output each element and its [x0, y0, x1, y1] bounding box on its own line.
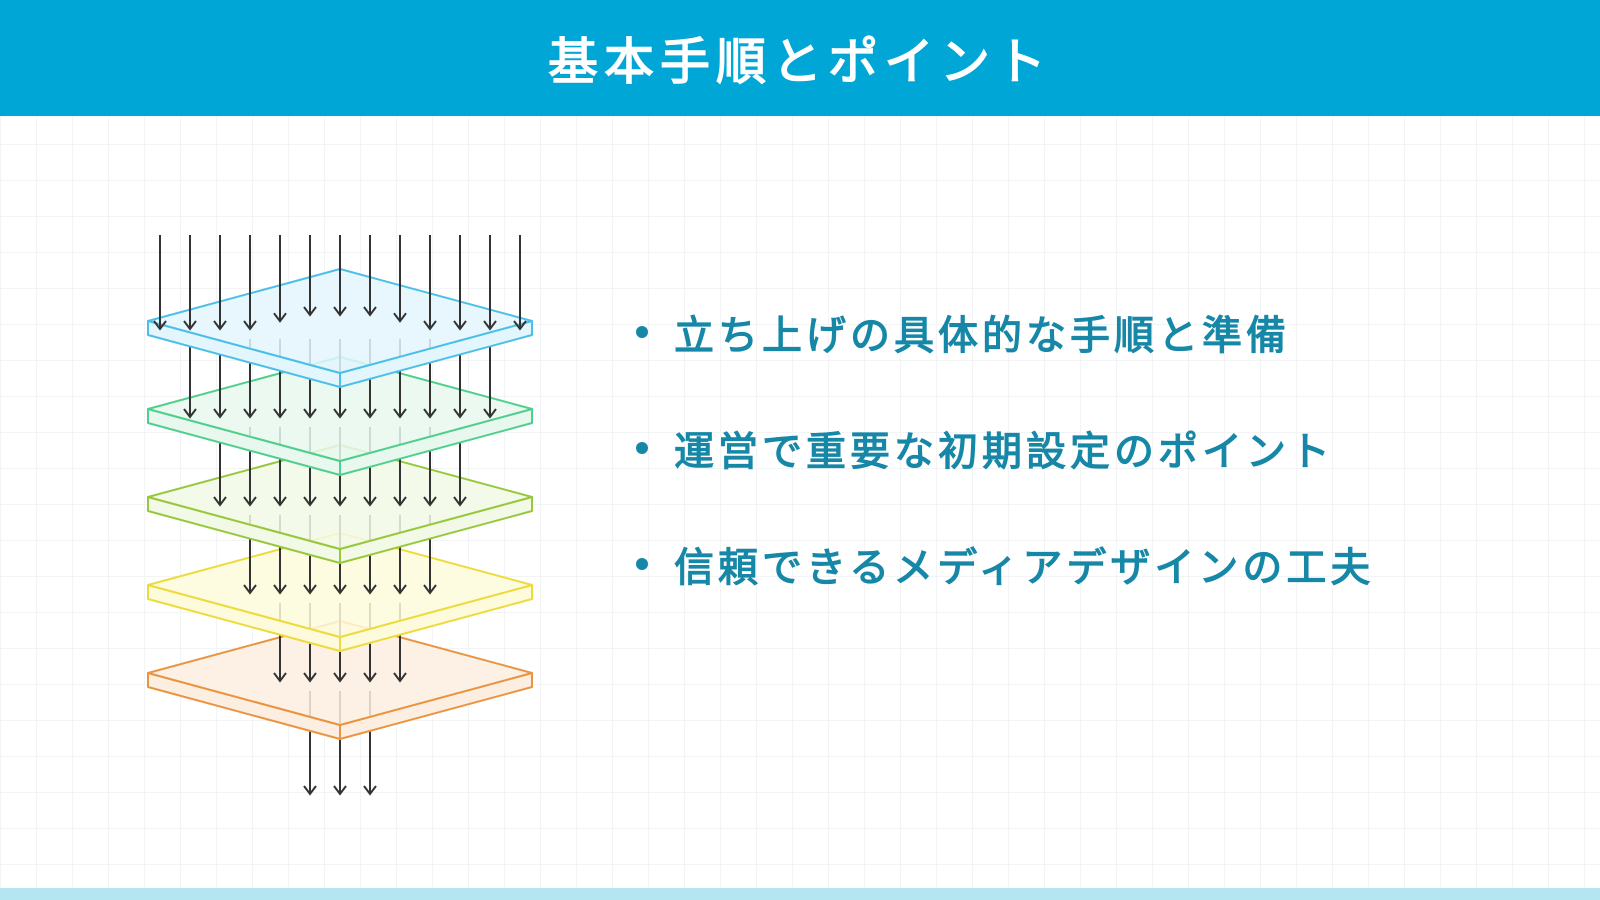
- list-item: 信頼できるメディアデザインの工夫: [636, 532, 1576, 596]
- bullet-icon: [636, 442, 648, 454]
- layer-top-face: [147, 268, 533, 374]
- down-arrow-icon: [333, 235, 347, 317]
- header-bar: 基本手順とポイント: [0, 0, 1600, 116]
- layer-slab: [147, 268, 533, 388]
- list-item: 立ち上げの具体的な手順と準備: [636, 300, 1576, 364]
- down-arrow-icon: [303, 235, 317, 317]
- incoming-arrows: [153, 235, 527, 331]
- down-arrow-icon: [483, 235, 497, 331]
- down-arrow-icon: [153, 235, 167, 331]
- bullet-icon: [636, 326, 648, 338]
- points-list: 立ち上げの具体的な手順と準備 運営で重要な初期設定のポイント 信頼できるメディア…: [636, 300, 1576, 648]
- down-arrow-icon: [513, 235, 527, 331]
- stacked-layers-diagram: [147, 235, 533, 796]
- down-arrow-icon: [483, 339, 497, 419]
- bullet-icon: [636, 558, 648, 570]
- point-text: 信頼できるメディアデザインの工夫: [674, 545, 1375, 591]
- point-text: 運営で重要な初期設定のポイント: [674, 429, 1334, 475]
- down-arrow-icon: [393, 235, 407, 323]
- down-arrow-icon: [183, 339, 197, 419]
- down-arrow-icon: [273, 235, 287, 323]
- page-title: 基本手順とポイント: [548, 33, 1052, 91]
- point-text: 立ち上げの具体的な手順と準備: [674, 313, 1290, 359]
- down-arrow-icon: [453, 235, 467, 331]
- footer-bar: [0, 888, 1600, 900]
- down-arrow-icon: [243, 235, 257, 331]
- down-arrow-icon: [363, 235, 377, 317]
- down-arrow-icon: [423, 235, 437, 331]
- down-arrow-icon: [183, 235, 197, 331]
- list-item: 運営で重要な初期設定のポイント: [636, 416, 1576, 480]
- down-arrow-icon: [213, 235, 227, 331]
